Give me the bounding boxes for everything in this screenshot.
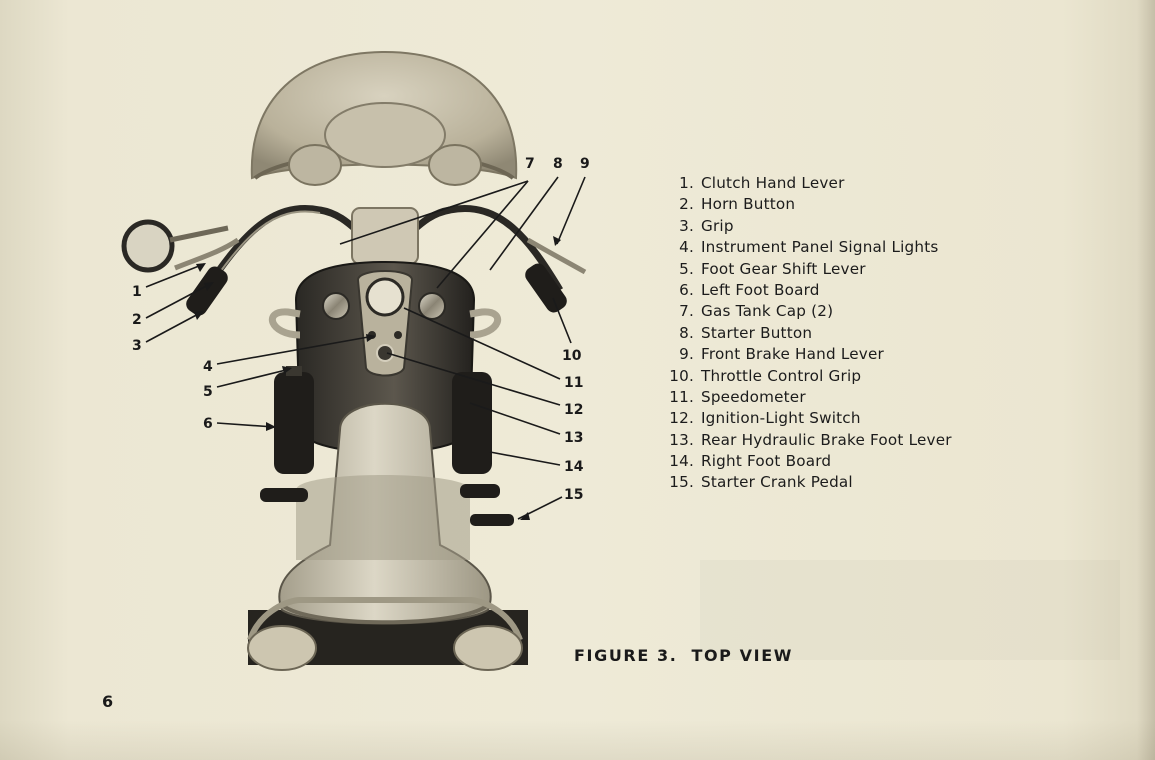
legend-number: 6.	[679, 280, 694, 299]
gas-cap-left	[322, 292, 350, 320]
rear-rack	[247, 597, 523, 642]
mirror-stem	[169, 225, 229, 243]
callout-12: 12	[564, 402, 583, 418]
legend-label: Instrument Panel Signal Lights	[701, 238, 939, 257]
leader-lines	[145, 176, 586, 520]
legend-label: Throttle Control Grip	[701, 366, 862, 385]
signal-light-right	[394, 331, 402, 339]
legend-item: 9. Front Brake Hand Lever	[664, 344, 952, 365]
rear-fender	[296, 475, 470, 560]
callout-8: 8	[553, 156, 563, 172]
legend-number: 12.	[669, 409, 694, 428]
legend-label: Starter Crank Pedal	[701, 473, 853, 492]
callout-4: 4	[203, 359, 213, 375]
right-footpeg	[460, 484, 500, 498]
legend-item: 5. Foot Gear Shift Lever	[664, 259, 952, 280]
legend-number: 11.	[669, 387, 694, 406]
legend-label: Foot Gear Shift Lever	[701, 259, 866, 278]
callout-14: 14	[564, 459, 584, 475]
page-bottom-shadow	[0, 720, 1155, 760]
callout-2: 2	[132, 312, 142, 328]
legend-item: 14. Right Foot Board	[664, 451, 952, 472]
legend-item: 13. Rear Hydraulic Brake Foot Lever	[664, 430, 952, 451]
legend-item: 6. Left Foot Board	[664, 280, 952, 301]
seat-rim	[280, 603, 490, 625]
left-footpeg	[260, 488, 308, 502]
page-edge-shadow	[1137, 0, 1155, 760]
legend-label: Speedometer	[701, 387, 806, 406]
parts-legend: 1. Clutch Hand Lever 2. Horn Button 3. Grip…	[664, 173, 952, 494]
legend-item: 1. Clutch Hand Lever	[664, 173, 952, 194]
headlight-housing	[324, 102, 446, 168]
legend-label: Front Brake Hand Lever	[701, 345, 884, 364]
callout-15: 15	[564, 487, 583, 503]
callout-3: 3	[132, 338, 142, 354]
legend-number: 10.	[669, 366, 694, 385]
gas-cap-right	[418, 292, 446, 320]
legend-number: 14.	[669, 452, 694, 471]
crash-bar-left	[268, 308, 301, 339]
spotlight-left	[288, 144, 342, 186]
ignition-switch	[376, 344, 394, 362]
right-foot-board	[452, 372, 492, 474]
figure-caption-label: FIGURE 3.	[574, 646, 678, 665]
leader-arrowheads	[194, 236, 561, 520]
show-through-bleed	[700, 560, 1120, 660]
crash-bar-right	[469, 308, 502, 339]
page-number: 6	[102, 692, 114, 711]
legend-number: 15.	[669, 473, 694, 492]
legend-number: 3.	[679, 216, 694, 235]
saddlebag-left	[247, 625, 317, 671]
legend-label: Horn Button	[701, 195, 796, 214]
left-foot-board	[274, 372, 314, 474]
spotlight-right	[428, 144, 482, 186]
right-grip	[525, 263, 567, 313]
legend-number: 7.	[679, 302, 694, 321]
callout-7: 7	[525, 156, 535, 172]
legend-item: 15. Starter Crank Pedal	[664, 472, 952, 493]
legend-number: 5.	[679, 259, 694, 278]
callout-1: 1	[132, 284, 142, 300]
legend-label: Ignition-Light Switch	[701, 409, 861, 428]
legend-number: 1.	[679, 174, 694, 192]
saddlebag-right	[453, 625, 523, 671]
legend-item: 12. Ignition-Light Switch	[664, 408, 952, 429]
legend-label: Left Foot Board	[701, 280, 820, 299]
callout-10: 10	[562, 348, 582, 364]
legend-item: 4. Instrument Panel Signal Lights	[664, 237, 952, 258]
legend-label: Rear Hydraulic Brake Foot Lever	[701, 430, 952, 449]
legend-number: 9.	[679, 345, 694, 364]
legend-label: Right Foot Board	[701, 452, 832, 471]
legend-number: 2.	[679, 195, 694, 214]
legend-number: 13.	[669, 430, 694, 449]
legend-item: 8. Starter Button	[664, 323, 952, 344]
brake-lever	[526, 237, 587, 275]
figure-caption: FIGURE 3. TOP VIEW	[574, 646, 793, 665]
legend-item: 7. Gas Tank Cap (2)	[664, 301, 952, 322]
mirror	[121, 219, 175, 273]
speedometer-dial	[365, 277, 405, 317]
callout-5: 5	[203, 384, 213, 400]
callout-6: 6	[203, 416, 213, 432]
legend-item: 10. Throttle Control Grip	[664, 366, 952, 387]
legend-number: 8.	[679, 323, 694, 342]
clutch-lever	[174, 237, 240, 271]
legend-label: Grip	[701, 216, 734, 235]
legend-item: 11. Speedometer	[664, 387, 952, 408]
callout-9: 9	[580, 156, 590, 172]
legend-label: Starter Button	[701, 323, 813, 342]
figure-caption-title: TOP VIEW	[691, 646, 793, 665]
legend-label: Clutch Hand Lever	[701, 174, 845, 192]
callout-11: 11	[564, 375, 583, 391]
legend-label: Gas Tank Cap (2)	[701, 302, 834, 321]
legend-item: 2. Horn Button	[664, 194, 952, 215]
legend-number: 4.	[679, 238, 694, 257]
starter-crank-pedal	[470, 514, 514, 526]
callout-13: 13	[564, 430, 583, 446]
gear-shift-pedal	[286, 366, 302, 376]
legend-item: 3. Grip	[664, 216, 952, 237]
